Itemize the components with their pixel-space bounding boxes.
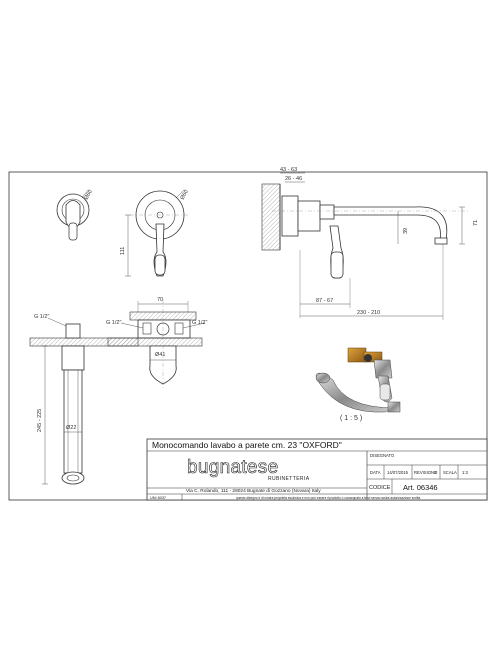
- revisione-value: 0: [435, 470, 438, 475]
- isometric-view: ( 1 : 5 ): [315, 347, 401, 422]
- codice-label: CODICE: [369, 485, 391, 491]
- dim-87-67: 87 - 67: [316, 298, 333, 304]
- front-view-small: Ø60: [56, 189, 94, 241]
- disclaimer-text: questo disegno è di nostra proprietà esc…: [236, 496, 421, 500]
- section-body-top: 70 G 1/2" G 1/2" Ø41: [106, 297, 207, 390]
- dim-111: 111: [120, 247, 126, 255]
- dim-39: 39: [403, 228, 409, 234]
- dim-43-63: 43 - 63: [280, 167, 297, 173]
- dim-70: 70: [157, 297, 163, 303]
- dim-g-half-mid-right: G 1/2": [192, 320, 207, 326]
- scala-value: 1:3: [462, 470, 468, 475]
- dim-245-225: 245 - 225: [37, 409, 43, 432]
- scale-label: ( 1 : 5 ): [340, 415, 362, 422]
- brand-logo-text: bugnatese: [187, 457, 278, 478]
- side-view-spout: 43 - 63 26 - 46 39 71 87 - 67 230 - 210: [261, 167, 479, 320]
- section-vertical-pipe: G 1/2" Ø22 245 - 225: [29, 314, 139, 485]
- dim-71: 71: [473, 220, 479, 226]
- revisione-label: REVISIONE: [414, 470, 437, 475]
- data-label: DATA: [370, 470, 381, 475]
- dim-g-half-mid-left: G 1/2": [106, 320, 121, 326]
- scala-label: SCALA: [443, 470, 457, 475]
- dim-dia-60-left: Ø60: [84, 189, 94, 201]
- brand-subtitle: RUBINETTERIA: [268, 476, 310, 482]
- uni-label: UNI 8037: [150, 496, 166, 500]
- codice-value: Art. 06346: [403, 483, 438, 492]
- dim-230-210: 230 - 210: [357, 310, 380, 316]
- dim-g-half-left: G 1/2": [34, 314, 49, 320]
- company-address: Via C. Rolando, 111 - 28024 Bugnate di G…: [186, 488, 321, 494]
- dim-dia-22: Ø22: [66, 425, 76, 431]
- dim-dia-60-mid: Ø60: [180, 189, 190, 201]
- disegnato-label: DISEGNATO: [370, 453, 395, 458]
- dim-dia-41: Ø41: [155, 352, 165, 358]
- front-view-lever: Ø60 111: [120, 189, 190, 277]
- dim-26-46: 26 - 46: [285, 176, 302, 182]
- data-value: 14/07/2015: [387, 470, 409, 475]
- title-block: Monocomando lavabo a parete cm. 23 "OXFO…: [146, 438, 488, 501]
- drawing-title: Monocomando lavabo a parete cm. 23 "OXFO…: [152, 440, 342, 450]
